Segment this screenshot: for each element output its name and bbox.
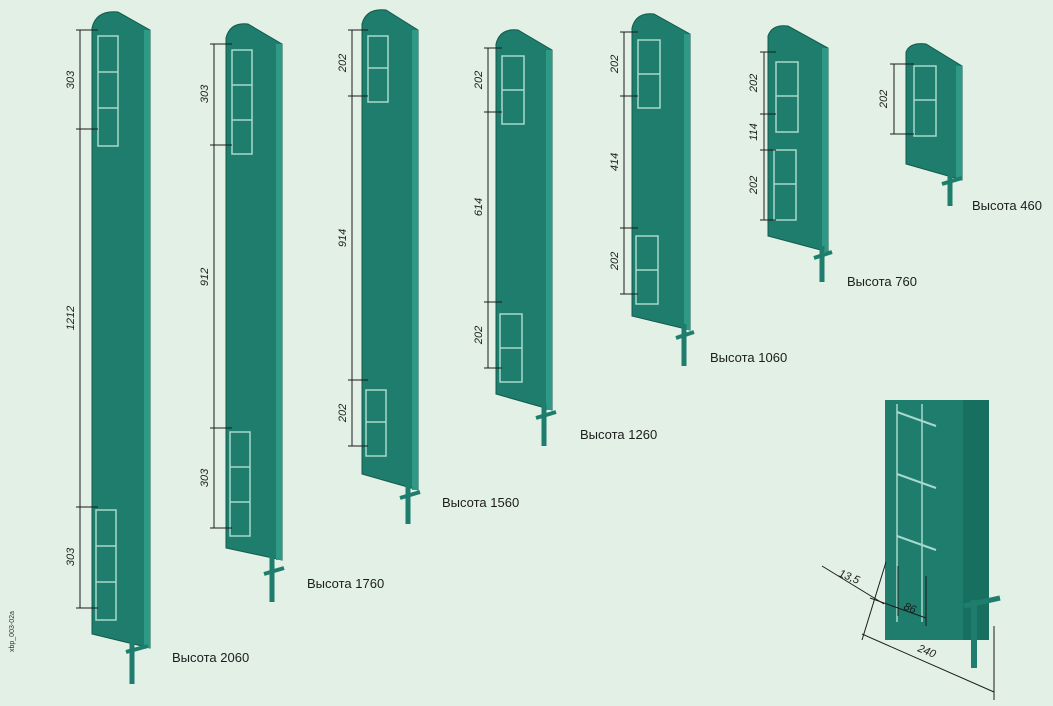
dim-label: 914 <box>337 229 349 247</box>
radiator-stem-foot <box>941 176 963 186</box>
height-caption: Высота 460 <box>972 198 1042 213</box>
radiator-panel <box>361 9 419 491</box>
height-caption: Высота 1760 <box>307 576 384 591</box>
dimension-line <box>869 597 927 619</box>
radiator-1260: 202 614 202 Высота 1260 <box>473 29 657 446</box>
detail-dim-inner: 86 <box>902 601 919 617</box>
radiator-stem-foot <box>399 490 421 500</box>
detail-grid-rung <box>896 535 937 551</box>
detail-dim-width: 240 <box>915 642 938 661</box>
radiator-side-edge <box>822 48 828 252</box>
radiator-side-edge <box>546 50 552 410</box>
radiator-side-edge <box>412 30 418 490</box>
dim-label: 614 <box>473 198 485 216</box>
dim-label: 202 <box>878 90 890 109</box>
grid-lower <box>95 509 117 621</box>
dim-label: 303 <box>199 468 211 487</box>
radiator-side-edge <box>276 44 282 560</box>
grid-upper <box>97 35 119 147</box>
radiator-1560: 202 914 202 Высота 1560 <box>337 9 519 524</box>
dim-label: 202 <box>473 326 485 345</box>
dim-label: 202 <box>473 71 485 90</box>
grid-lower <box>365 389 387 457</box>
detail-view: 13,5 86 240 <box>821 400 1001 700</box>
detail-dim-offset: 13,5 <box>837 568 862 587</box>
detail-grid-rung <box>896 473 937 489</box>
radiator-side-edge <box>144 30 150 648</box>
grid-upper <box>775 61 799 133</box>
dim-label: 303 <box>199 84 211 103</box>
radiator-2060: 303 1212 303 Высота 2060 <box>65 11 249 684</box>
radiator-1760: 303 912 303 Высота 1760 <box>199 23 384 602</box>
dim-label: 202 <box>337 54 349 73</box>
dimension-line <box>861 561 887 641</box>
radiator-stem-foot <box>263 566 285 576</box>
radiator-side-edge <box>684 34 690 330</box>
grid-upper <box>367 35 389 103</box>
radiator-stem-foot <box>535 410 557 420</box>
radiator-panel <box>631 13 691 331</box>
radiator-panel <box>767 25 829 253</box>
radiator-1060: 202 414 202 Высота 1060 <box>609 13 787 366</box>
height-caption: Высота 1260 <box>580 427 657 442</box>
dim-label: 202 <box>609 252 621 271</box>
radiator-stem-foot <box>125 644 149 654</box>
grid-upper <box>913 65 937 137</box>
dim-label: 303 <box>65 547 77 566</box>
dim-label: 1212 <box>65 306 77 330</box>
grid-lower <box>773 149 797 221</box>
height-caption: Высота 1060 <box>710 350 787 365</box>
grid-upper <box>231 49 253 155</box>
dim-label: 202 <box>337 404 349 423</box>
drawing-code: xbp_003-02a <box>9 611 16 652</box>
radiator-460: 202 Высота 460 <box>878 43 1042 213</box>
dim-label: 114 <box>748 123 760 141</box>
radiator-760: 202 114 202 Высота 760 <box>748 25 917 289</box>
dimension-line <box>821 565 885 605</box>
dim-label: 303 <box>65 70 77 89</box>
dim-label: 202 <box>748 176 760 195</box>
dim-label: 414 <box>609 153 621 171</box>
dim-label: 202 <box>748 74 760 93</box>
radiator-side-edge <box>956 66 962 180</box>
dim-label: 912 <box>199 268 211 286</box>
detail-grid-rung <box>896 411 937 427</box>
radiator-stem-foot <box>675 330 695 340</box>
radiator-panel <box>91 11 151 649</box>
height-caption: Высота 2060 <box>172 650 249 665</box>
dim-label: 202 <box>609 55 621 74</box>
radiator-panel <box>225 23 283 561</box>
height-caption: Высота 1560 <box>442 495 519 510</box>
radiator-stem-foot <box>813 250 833 260</box>
detail-stem-foot <box>963 595 1001 609</box>
height-caption: Высота 760 <box>847 274 917 289</box>
grid-lower <box>229 431 251 537</box>
dimension-line <box>861 633 995 693</box>
